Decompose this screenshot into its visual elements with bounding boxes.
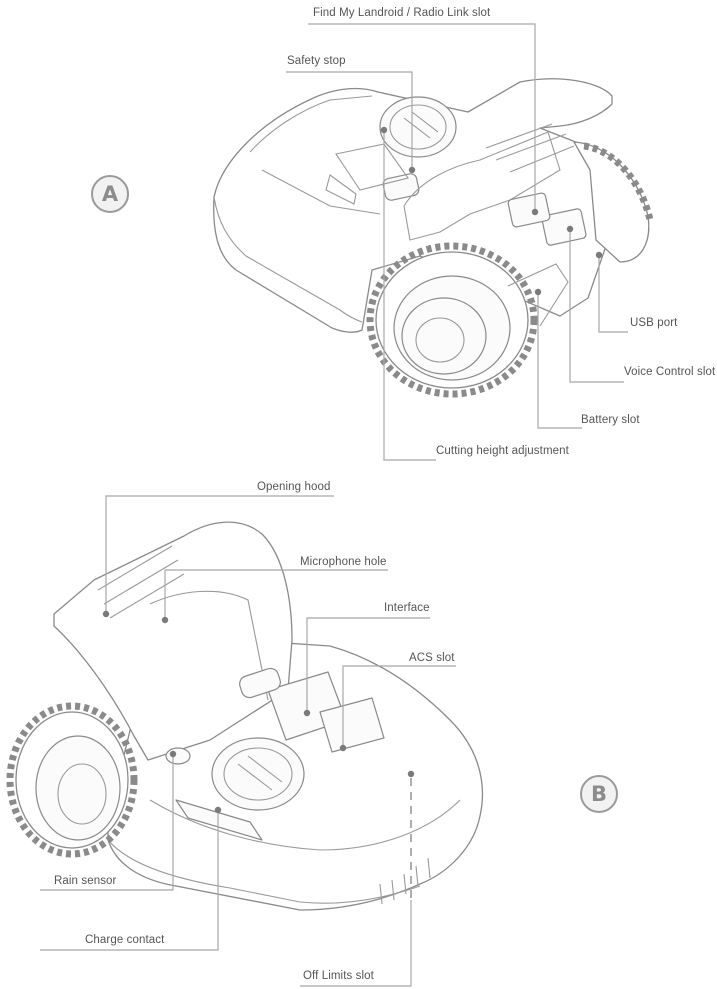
charge-contact-plate <box>175 799 263 841</box>
radio-link-slot-cover <box>507 192 551 228</box>
mower-a <box>213 78 654 398</box>
voice-control-slot-cover <box>541 208 587 246</box>
rain-sensor <box>165 747 191 765</box>
mower-b <box>6 521 484 911</box>
label-opening-hood: Opening hood <box>257 481 331 493</box>
badge-a: A <box>91 175 129 213</box>
label-safety-stop: Safety stop <box>287 55 346 67</box>
mower-a-rear-wheel <box>573 141 654 263</box>
acs-slot-cover <box>319 697 385 753</box>
stop-button-b <box>239 667 281 699</box>
label-off-limits-slot: Off Limits slot <box>303 970 374 982</box>
label-interface: Interface <box>384 602 430 614</box>
label-microphone-hole: Microphone hole <box>300 556 387 568</box>
label-voice-control-slot: Voice Control slot <box>624 366 716 378</box>
mower-a-front-wheel <box>366 242 538 398</box>
label-battery-slot: Battery slot <box>581 414 640 426</box>
label-charge-contact: Charge contact <box>85 934 165 946</box>
hood-a <box>403 131 561 241</box>
badge-b: B <box>580 775 618 813</box>
label-rain-sensor: Rain sensor <box>54 875 117 887</box>
label-find-my-landroid: Find My Landroid / Radio Link slot <box>313 7 491 19</box>
cutting-height-dial-b <box>211 737 305 811</box>
label-usb-port: USB port <box>630 317 678 329</box>
label-acs-slot: ACS slot <box>409 652 455 664</box>
safety-stop-dial <box>379 96 457 158</box>
mower-b-wheel <box>6 702 138 858</box>
mower-b-hood <box>53 521 293 761</box>
label-cutting-height: Cutting height adjustment <box>436 445 569 457</box>
